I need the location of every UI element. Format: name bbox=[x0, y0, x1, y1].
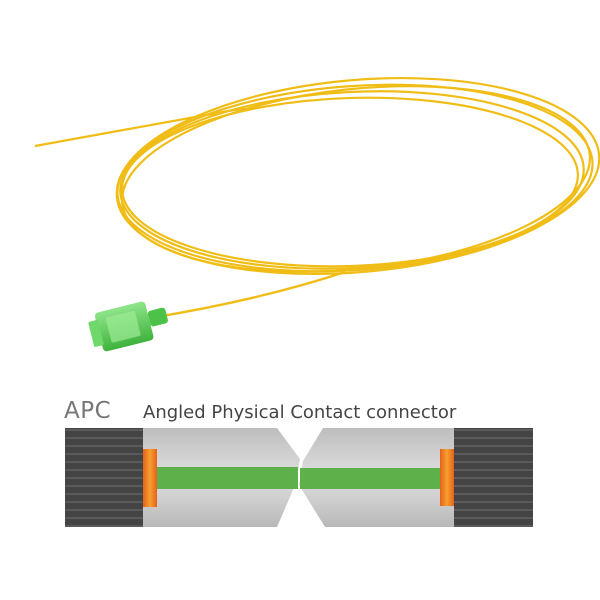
right-housing bbox=[454, 428, 533, 527]
fiber-pigtail-photo bbox=[34, 76, 600, 352]
connector-type-abbr: APC bbox=[64, 398, 112, 424]
right-gasket bbox=[440, 449, 454, 506]
fiber-lead-end bbox=[34, 106, 246, 148]
left-fiber-core bbox=[157, 467, 298, 489]
sc-apc-connector bbox=[88, 301, 168, 352]
fiber-coil bbox=[115, 76, 600, 276]
right-fiber-core bbox=[300, 468, 440, 489]
apc-connection-diagram bbox=[65, 428, 533, 527]
fiber-tail bbox=[149, 270, 346, 320]
left-gasket bbox=[143, 449, 157, 507]
left-housing bbox=[65, 428, 143, 527]
connector-type-description: Angled Physical Contact connector bbox=[143, 402, 457, 423]
